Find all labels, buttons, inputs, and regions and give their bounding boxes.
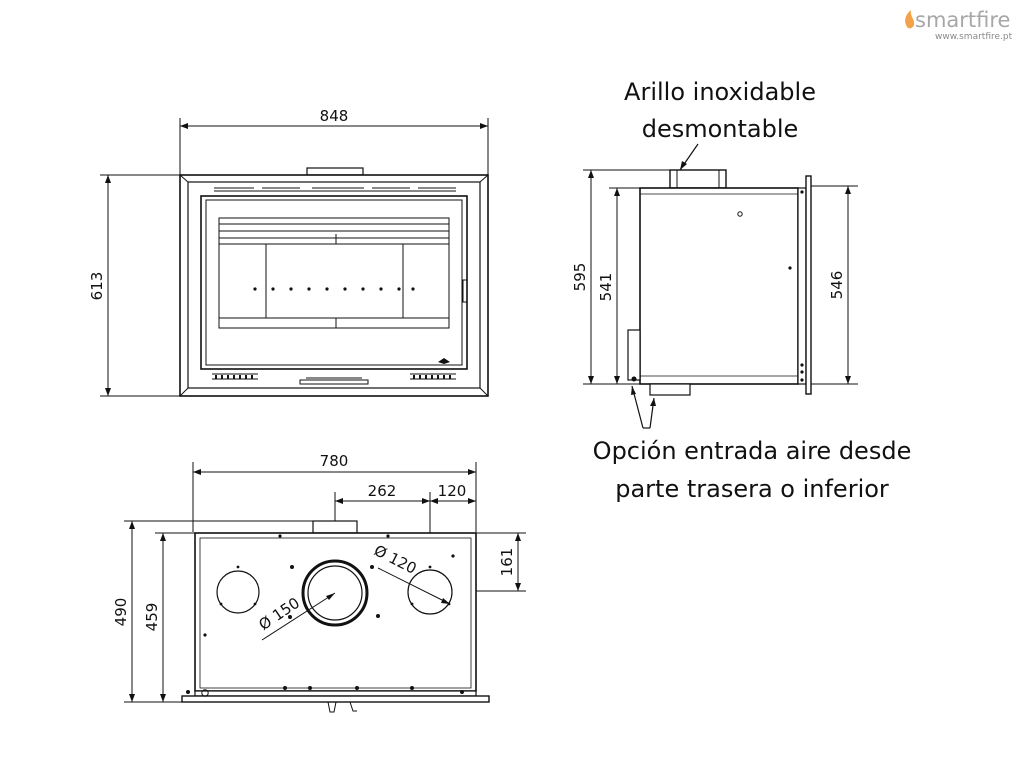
dim-front-height: 613 [88,272,106,301]
dim-side-frame-height: 546 [828,271,846,300]
side-view: 595 541 546 [571,143,858,429]
ring-label-line-1: Arillo inoxidable [624,78,816,106]
dim-side-body-height: 541 [597,273,615,302]
air-inlet-label-line-2: parte trasera o inferior [615,475,889,503]
air-inlet-label-line-1: Opción entrada aire desde [593,437,912,465]
flame-icon [905,10,915,29]
dim-top-offset-262: 262 [368,482,397,500]
logo-brand-text: smartfire [915,8,1010,32]
dim-top-inner-depth: 459 [143,603,161,632]
front-view: 848 613 [88,107,489,397]
logo-website-text: www.smartfire.pt [935,32,1013,42]
dim-top-width: 780 [320,452,349,470]
dim-top-front-offset: 161 [498,548,516,577]
dim-front-width: 848 [320,107,349,125]
dim-top-depth: 490 [112,598,130,627]
ring-label-line-2: desmontable [642,115,799,143]
dim-top-offset-120: 120 [438,482,467,500]
dim-side-total-height: 595 [571,263,589,292]
top-view: 780 262 120 490 459 161 [112,452,526,713]
brand-logo: smartfire www.smartfire.pt [905,8,1013,42]
